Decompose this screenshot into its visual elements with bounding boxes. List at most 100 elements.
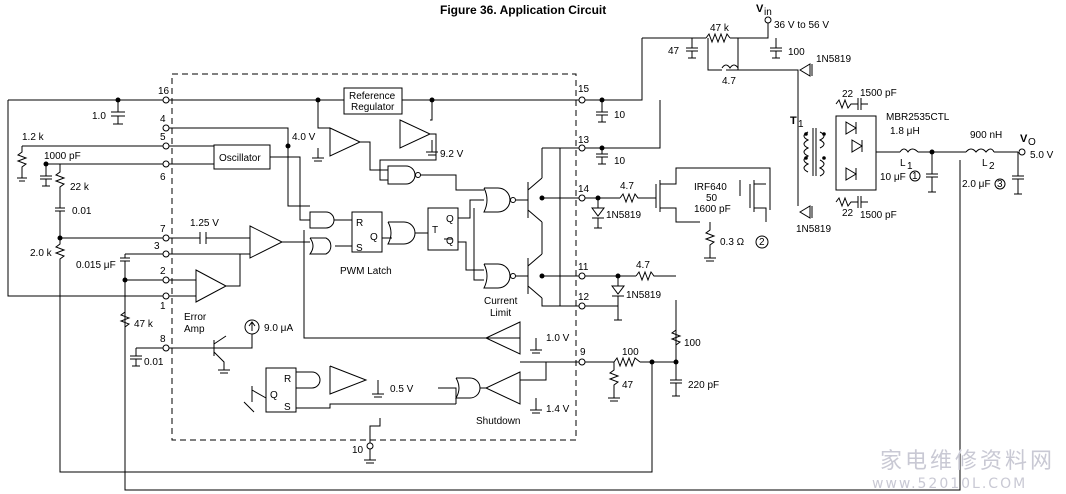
error-amp-wiring xyxy=(169,254,241,297)
d-bot-diode xyxy=(799,205,813,219)
shutdown-latch-block xyxy=(265,367,297,413)
c10uf-capacitor xyxy=(926,152,938,193)
pin-13-label: 13 xyxy=(578,135,590,146)
junction xyxy=(649,359,655,365)
uvlo-nand-gate xyxy=(387,165,416,185)
vin-label: V xyxy=(756,3,764,15)
watermark-url: www.52010L.COM xyxy=(872,476,1027,492)
sd-comparator xyxy=(329,365,368,395)
driver-b-transistors xyxy=(516,253,543,299)
d11-diode xyxy=(611,276,625,321)
pin-16 xyxy=(162,96,170,104)
driver-a-transistors xyxy=(516,177,543,223)
c100-label: 100 xyxy=(788,47,805,58)
l47-inductor xyxy=(721,64,739,69)
pin15-wire xyxy=(585,38,643,101)
pwm-latch-label: PWM Latch xyxy=(340,266,392,277)
toggle-flipflop-block xyxy=(427,207,459,251)
latch-or-gate xyxy=(387,221,416,245)
pin-6-label: 6 xyxy=(160,172,166,183)
r03-label: 0.3 Ω xyxy=(720,237,745,248)
pin-8 xyxy=(162,344,170,352)
left-feedback-loop xyxy=(7,99,163,297)
r50-label: 50 xyxy=(706,193,718,204)
pin-2-label: 2 xyxy=(160,266,166,277)
osc-pin-wires xyxy=(169,145,214,165)
d11-label: 1N5819 xyxy=(626,290,661,301)
sd-and-gate xyxy=(295,371,321,389)
i90-label: 9.0 μA xyxy=(264,323,293,334)
pin4-deadtime-wire xyxy=(169,127,310,207)
current-limit-comparator xyxy=(484,321,521,355)
pin-9 xyxy=(578,358,586,366)
nand-bubble xyxy=(415,172,421,178)
pin3-pin2-wires xyxy=(125,253,163,281)
v40-source-gnd xyxy=(312,148,324,162)
c0015-capacitor xyxy=(120,160,961,491)
r47k-top-label: 47 k xyxy=(710,23,730,34)
r22k-label: 22 k xyxy=(70,182,90,193)
v125-source xyxy=(169,232,250,244)
toggle-outputs xyxy=(458,199,484,271)
pin-5 xyxy=(162,142,170,150)
r47k-resistor xyxy=(119,311,131,328)
pwm-latch-block xyxy=(351,211,383,253)
transformer-feed xyxy=(738,69,799,206)
l1val-label: 1.8 μH xyxy=(890,126,920,137)
c47-label: 47 xyxy=(668,46,680,57)
latch-inputs xyxy=(334,219,352,247)
t1-sub-label: 1 xyxy=(798,119,804,130)
uvlo-comparator-1 xyxy=(329,127,362,157)
c1000p-capacitor xyxy=(40,164,52,187)
toggle-t-label: T xyxy=(432,225,438,236)
sd-transistor xyxy=(243,386,267,413)
t1-secondary xyxy=(818,131,825,177)
uvlo-comparator-2 xyxy=(399,119,432,149)
pin-3-label: 3 xyxy=(154,241,160,252)
c001b-label: 0.01 xyxy=(144,357,164,368)
pin-10-label: 10 xyxy=(352,445,364,456)
c10-label: 1.0 xyxy=(92,111,106,122)
v40-label: 4.0 V xyxy=(292,132,316,143)
sd-latch-r: R xyxy=(284,374,291,385)
output-nor-gate-b xyxy=(483,263,511,289)
pwm-or-gate xyxy=(309,237,332,255)
pwm-and-gate-1 xyxy=(309,211,335,229)
pin-14-label: 14 xyxy=(578,184,590,195)
reference-label-2: Regulator xyxy=(351,102,395,113)
vin-terminal xyxy=(764,16,772,24)
r03-sense-resistor xyxy=(704,222,716,262)
c16-capacitor xyxy=(111,100,125,125)
vo-label: V xyxy=(1020,133,1028,145)
r47-11-resistor xyxy=(635,270,676,282)
c220-capacitor xyxy=(670,362,682,397)
mosfet-2 xyxy=(739,180,767,222)
r20k-resistor xyxy=(54,238,653,473)
pin-4-label: 4 xyxy=(160,114,166,125)
r100b-label: 100 xyxy=(622,347,639,358)
pin-14 xyxy=(578,194,586,202)
snubber-top xyxy=(835,98,868,110)
mbr-label: MBR2535CTL xyxy=(886,112,950,123)
error-amp-label-2: Amp xyxy=(184,324,205,335)
vin-sub-label: in xyxy=(764,7,772,18)
pin-5-label: 5 xyxy=(160,132,166,143)
circ2-label: 2 xyxy=(759,237,765,248)
latch-q-label: Q xyxy=(370,232,378,243)
c15-label: 10 xyxy=(614,110,626,121)
nor-shared-input xyxy=(473,208,484,281)
soft-start-gnd xyxy=(218,369,230,374)
toggle-q-label: Q xyxy=(446,214,454,225)
figure-title: Figure 36. Application Circuit xyxy=(440,3,606,17)
circle-marker-1 xyxy=(909,170,921,182)
latch-r-label: R xyxy=(356,218,363,229)
nor-a-bubble xyxy=(510,197,516,203)
l2-label: L xyxy=(982,158,988,169)
current-source-arrow xyxy=(248,321,256,331)
r12k-resistor xyxy=(16,145,163,182)
c001a-label: 0.01 xyxy=(72,206,92,217)
current-limit-label-2: Limit xyxy=(490,308,511,319)
r47k-top-resistor xyxy=(705,32,731,44)
snubber-bottom xyxy=(835,196,868,208)
